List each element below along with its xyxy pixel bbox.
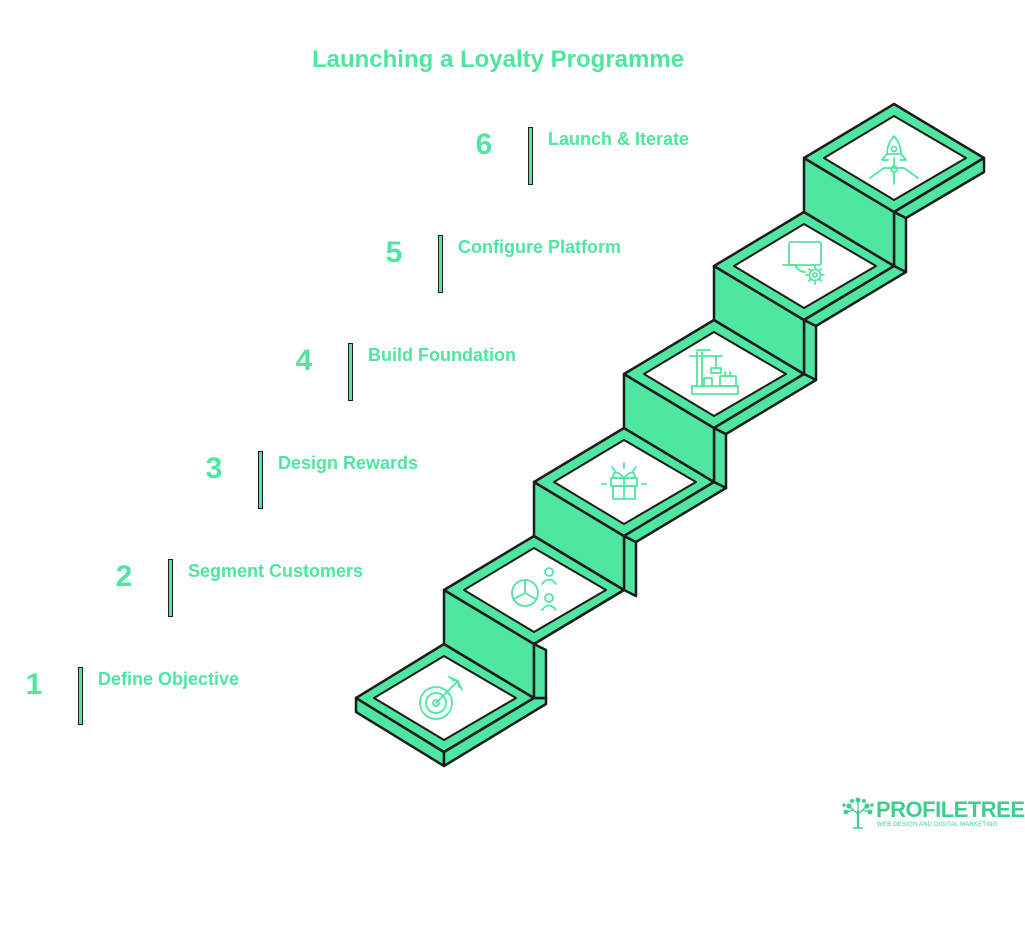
gift-icon — [601, 462, 647, 500]
step-number: 5 — [385, 236, 403, 269]
step-edge-3 — [712, 426, 728, 490]
step-edge-2 — [622, 534, 638, 598]
tree-icon — [842, 797, 874, 829]
step-label: Segment Customers — [188, 561, 364, 581]
step-front-3 — [622, 480, 728, 544]
step-bar — [78, 667, 83, 725]
step-tile-5 — [733, 223, 877, 309]
brand-name: PROFILETREE — [876, 797, 1025, 822]
step-edge-5 — [892, 210, 908, 274]
step-label: Configure Platform — [458, 237, 622, 257]
step-label: Define Objective — [98, 669, 240, 689]
step-tile-2 — [463, 547, 607, 633]
step-tile-6 — [823, 115, 967, 201]
step-number: 2 — [115, 560, 133, 593]
brand-tagline: WEB DESIGN AND DIGITAL MARKETING — [877, 822, 998, 828]
step-label: Build Foundation — [368, 345, 516, 365]
step-number: 6 — [475, 128, 493, 161]
step-number: 1 — [25, 668, 43, 701]
step-label: Launch & Iterate — [548, 129, 690, 149]
step-label: Design Rewards — [278, 453, 419, 473]
step-bar — [258, 451, 263, 509]
rocket-icon — [869, 135, 919, 185]
target-icon — [419, 676, 463, 720]
step-front-5 — [802, 264, 908, 328]
step-number: 4 — [295, 344, 313, 377]
step-front-4 — [712, 372, 818, 436]
construction-crane-icon — [689, 349, 739, 395]
step-edge-4 — [802, 318, 818, 382]
step-bar — [438, 235, 443, 293]
people-pie-chart-icon — [511, 567, 557, 611]
step-tile-3 — [553, 439, 697, 525]
step-front-6 — [892, 156, 986, 220]
laptop-gear-icon — [782, 241, 825, 285]
step-tile-4 — [643, 331, 787, 417]
step-bar — [348, 343, 353, 401]
step-number: 3 — [205, 452, 223, 485]
step-bar — [168, 559, 173, 617]
profiletree-logo: PROFILETREE WEB DESIGN AND DIGITAL MARKE… — [842, 796, 1025, 832]
page-title: Launching a Loyalty Programme — [311, 46, 685, 73]
step-bar — [528, 127, 533, 185]
step-front-2 — [532, 588, 626, 700]
